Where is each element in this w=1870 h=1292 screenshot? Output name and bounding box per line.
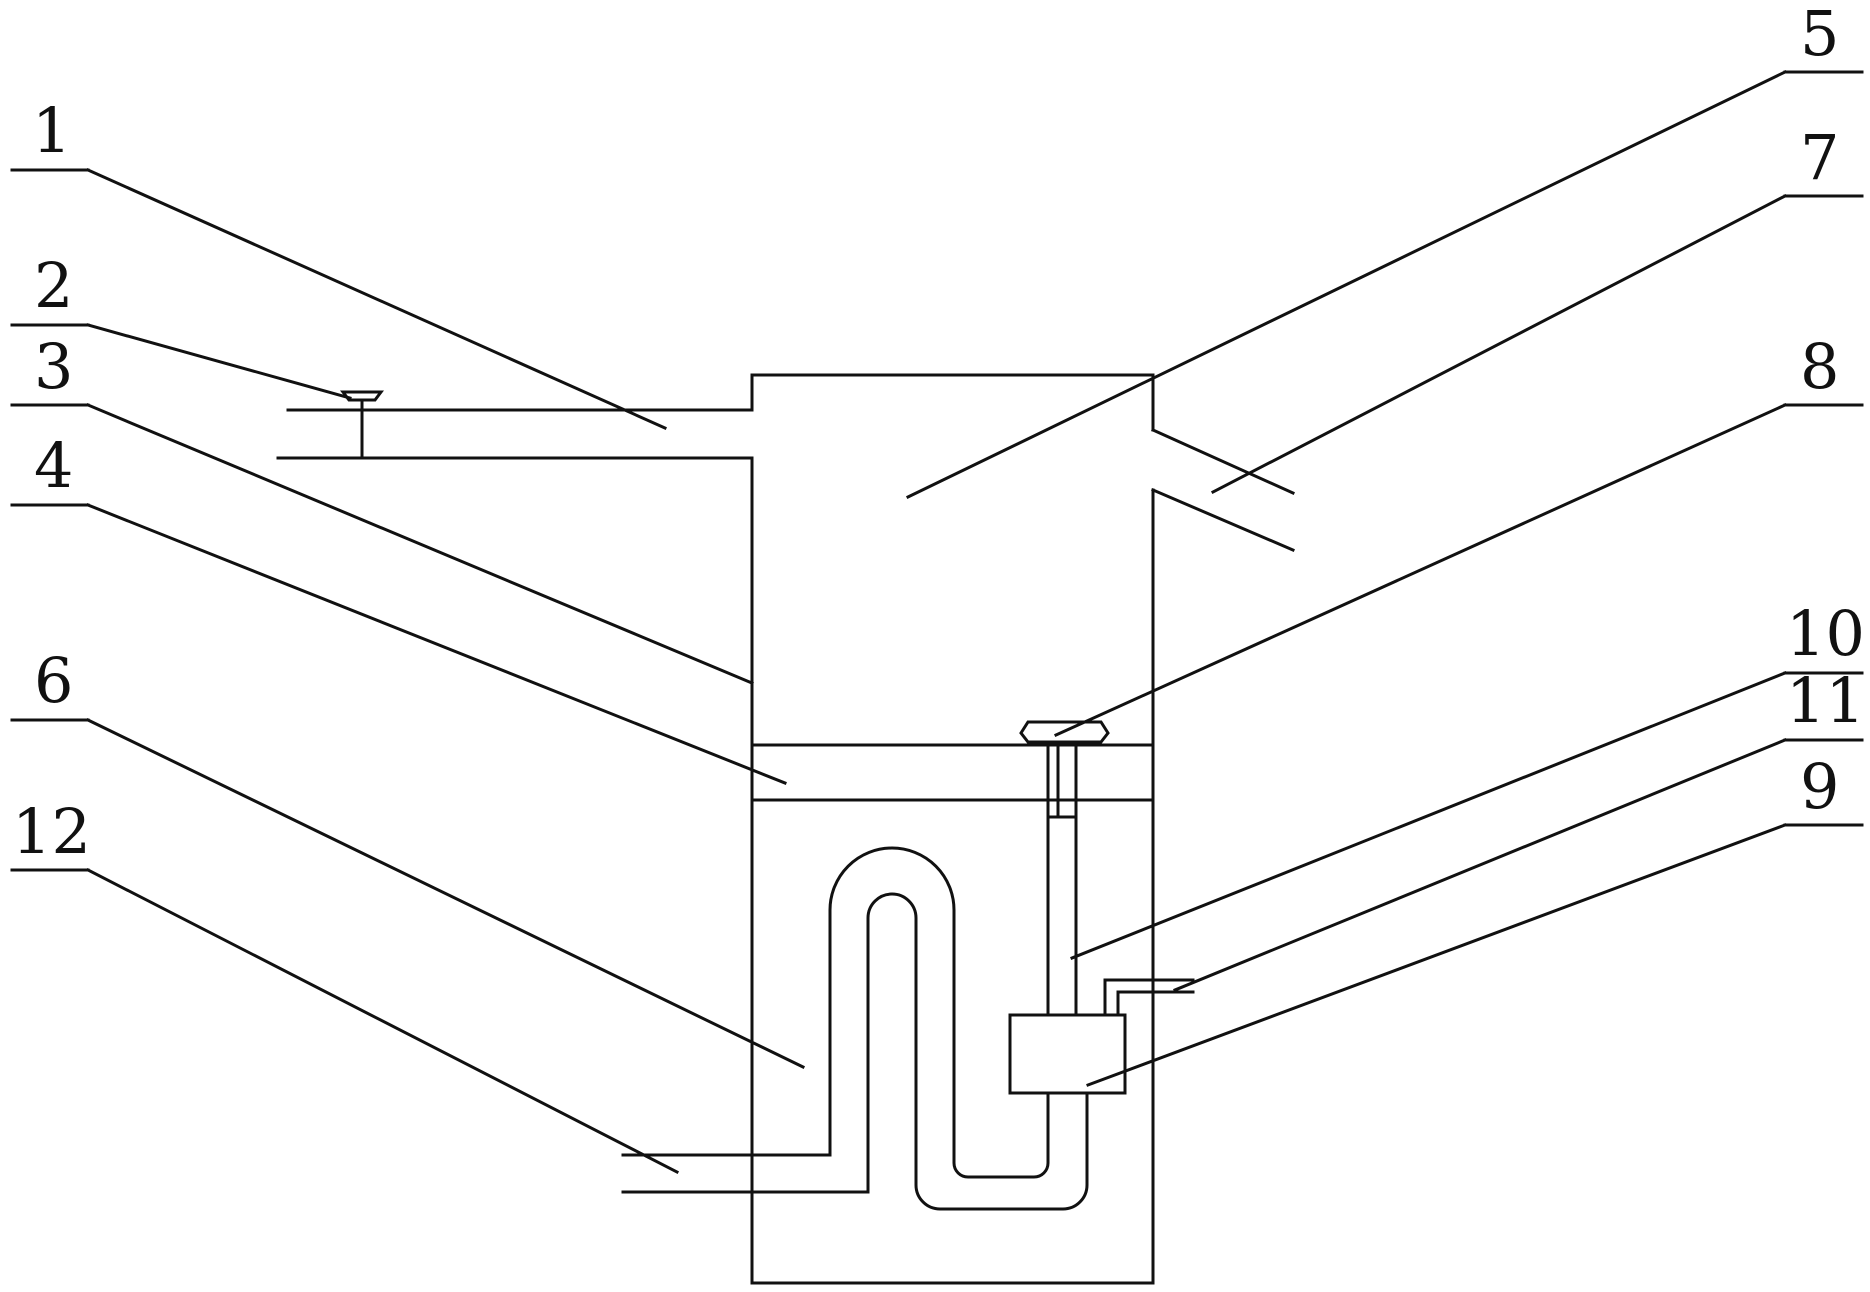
inlet-valve <box>340 390 384 460</box>
label-8: 8 <box>1800 330 1839 403</box>
labels: 1 2 3 4 6 12 5 7 8 10 11 9 <box>12 0 1865 868</box>
leader-lines <box>10 69 1864 1175</box>
partition-plate <box>750 743 1155 802</box>
label-10: 10 <box>1786 597 1865 670</box>
tank-left-wall <box>286 373 1155 432</box>
label-4: 4 <box>34 429 73 502</box>
label-6: 6 <box>34 644 73 717</box>
siphon-pipe <box>621 846 1089 1211</box>
tank-left-wall-lower <box>276 456 754 1285</box>
vertical-pipe <box>1046 815 1078 1017</box>
label-9: 9 <box>1800 750 1839 823</box>
tank-body <box>276 373 1155 1285</box>
label-3: 3 <box>34 330 73 403</box>
label-11: 11 <box>1786 664 1865 737</box>
label-2: 2 <box>34 249 73 322</box>
label-1: 1 <box>32 94 71 167</box>
label-7: 7 <box>1800 121 1839 194</box>
outlet-pipe <box>1151 428 1295 552</box>
side-pipe <box>1103 978 1195 1017</box>
label-12: 12 <box>12 795 91 868</box>
pump-box <box>1008 1013 1127 1095</box>
label-5: 5 <box>1800 0 1839 70</box>
float-valve <box>1019 720 1110 819</box>
